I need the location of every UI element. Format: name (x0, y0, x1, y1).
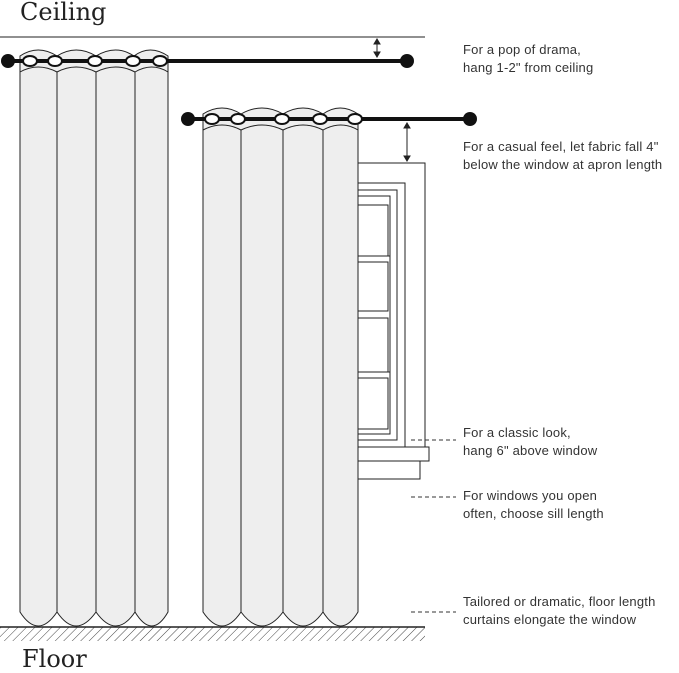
ceiling-label: Ceiling (20, 0, 107, 26)
floor-surface (0, 626, 425, 641)
tall-curtain (19, 49, 169, 627)
note-line: curtains elongate the window (463, 612, 637, 627)
window (354, 162, 430, 480)
note-classic-look: For a classic look, hang 6" above window (463, 424, 677, 460)
window-curtain (202, 107, 359, 627)
note-sill-length: For windows you open often, choose sill … (463, 487, 677, 523)
note-apron-length: For a casual feel, let fabric fall 4" be… (463, 138, 677, 174)
dimension-apron-gap (403, 122, 411, 162)
note-line: For a casual feel, let fabric fall 4" (463, 139, 659, 154)
ceiling-rod (1, 54, 414, 68)
note-line: hang 6" above window (463, 443, 598, 458)
note-floor-length: Tailored or dramatic, floor length curta… (463, 593, 677, 629)
note-line: For windows you open (463, 488, 598, 503)
note-ceiling-height: For a pop of drama, hang 1-2" from ceili… (463, 41, 677, 77)
note-line: often, choose sill length (463, 506, 604, 521)
dimension-ceiling-gap (373, 38, 381, 58)
note-line: hang 1-2" from ceiling (463, 60, 594, 75)
note-line: For a pop of drama, (463, 42, 581, 57)
note-line: below the window at apron length (463, 157, 663, 172)
note-line: Tailored or dramatic, floor length (463, 594, 656, 609)
window-rod (181, 112, 477, 126)
floor-label: Floor (22, 645, 87, 673)
note-line: For a classic look, (463, 425, 571, 440)
